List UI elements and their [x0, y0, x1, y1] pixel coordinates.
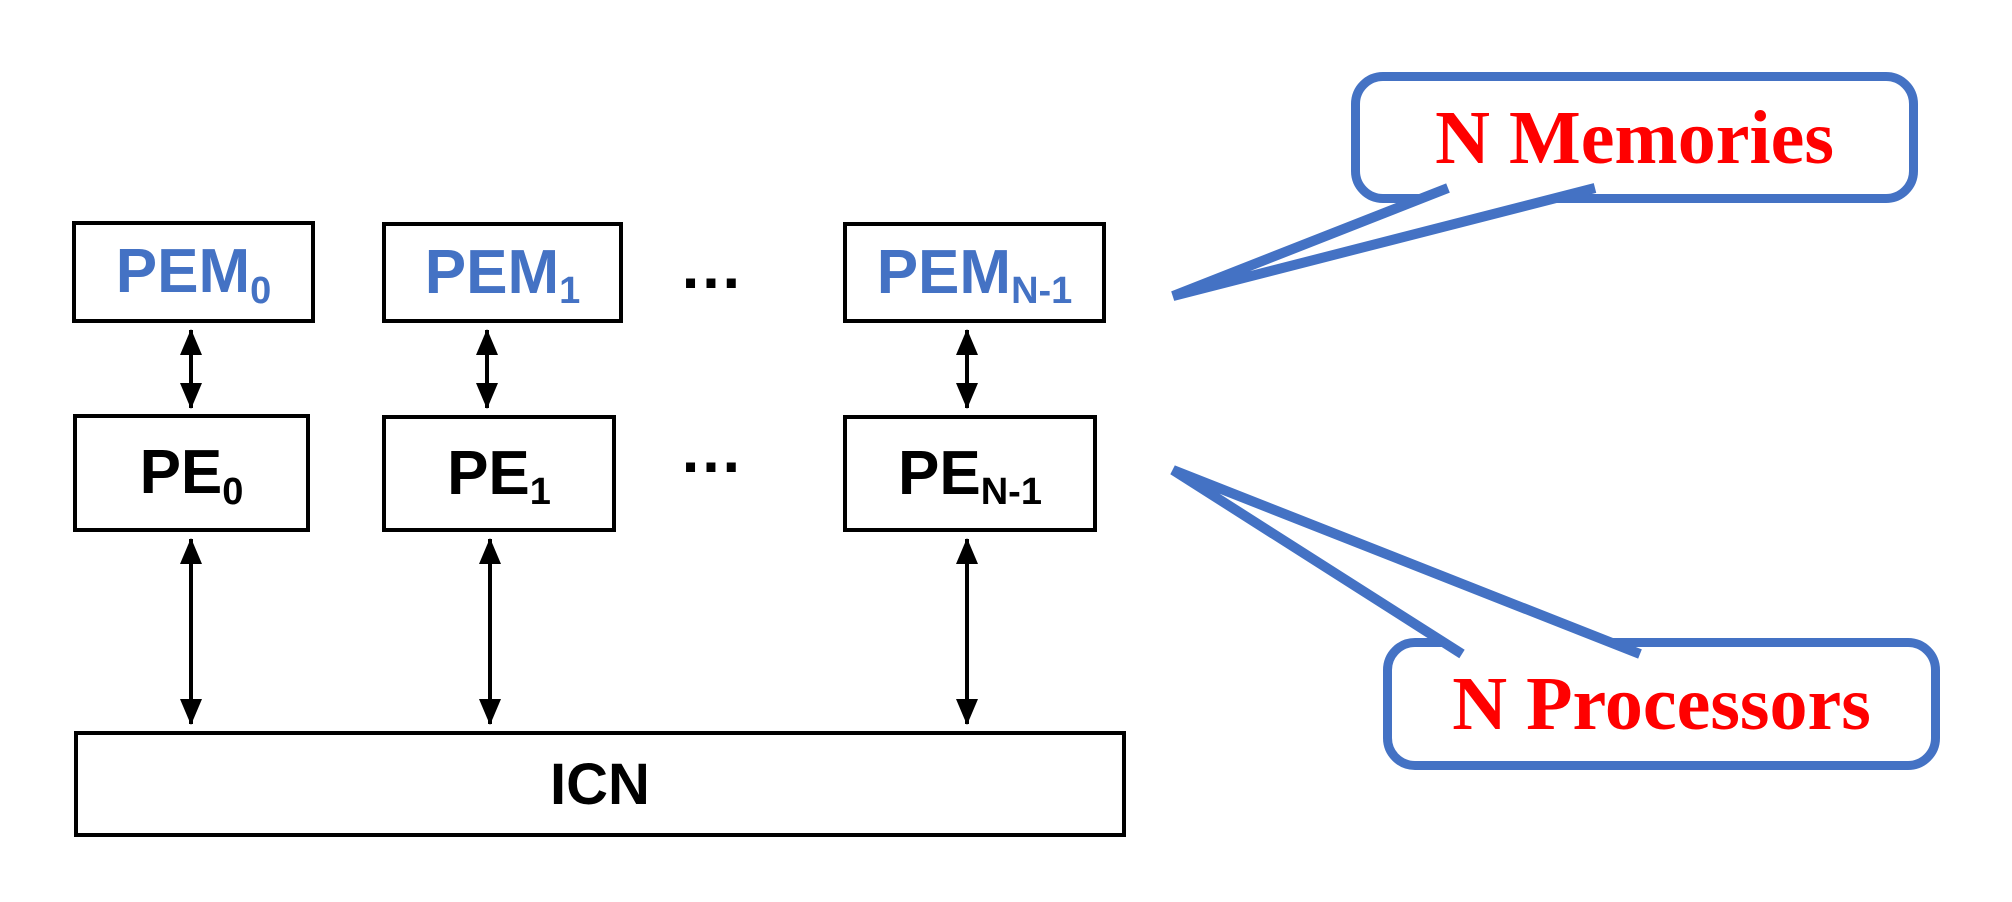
- pe0-box: PE0: [73, 414, 310, 532]
- processors-callout-tail: [1170, 465, 1642, 659]
- processors-callout-bubble: N Processors: [1383, 638, 1940, 770]
- peN-box: PEN-1: [843, 415, 1097, 532]
- pe1-label: PE1: [447, 442, 551, 511]
- pem0-box: PEM0: [72, 221, 315, 323]
- pem1-box: PEM1: [382, 222, 623, 323]
- memories-callout-label: N Memories: [1435, 95, 1834, 180]
- pem-row-ellipsis: …: [679, 230, 745, 302]
- pe1-label-main: PE: [447, 438, 530, 508]
- pe0-label: PE0: [140, 442, 244, 511]
- pem0-label: PEM0: [116, 241, 272, 310]
- peN-label: PEN-1: [898, 442, 1042, 511]
- pemN-label: PEMN-1: [877, 241, 1073, 310]
- pe1-label-subscript: 1: [529, 471, 551, 514]
- pem0-label-main: PEM: [115, 237, 251, 306]
- pemN-label-main: PEM: [876, 237, 1012, 307]
- peN-label-subscript: N-1: [980, 471, 1042, 514]
- pem1-label-subscript: 1: [559, 270, 581, 313]
- pemN-label-subscript: N-1: [1011, 270, 1073, 313]
- pe0-label-subscript: 0: [222, 470, 244, 513]
- pe-row-ellipsis: …: [679, 414, 745, 486]
- peN-label-main: PE: [898, 438, 981, 508]
- pe0-label-main: PE: [139, 438, 223, 507]
- pem1-label-main: PEM: [424, 237, 560, 307]
- pe1-box: PE1: [382, 415, 616, 532]
- processors-callout-label: N Processors: [1452, 662, 1871, 746]
- icn-label: ICN: [550, 751, 650, 817]
- pemN-box: PEMN-1: [843, 222, 1106, 323]
- pem1-label: PEM1: [425, 241, 581, 310]
- pem0-label-subscript: 0: [250, 269, 272, 312]
- icn-box: ICN: [74, 731, 1126, 837]
- memories-callout-tail: [1171, 183, 1597, 301]
- memories-callout-bubble: N Memories: [1351, 72, 1918, 203]
